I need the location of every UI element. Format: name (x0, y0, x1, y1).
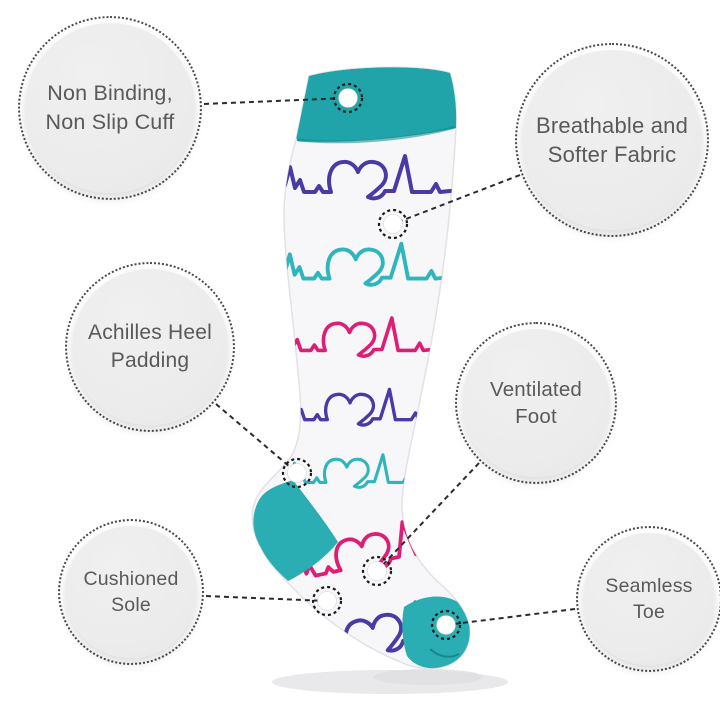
callout-disc: Ventilated Foot (462, 329, 610, 477)
connector-cuff (203, 97, 349, 105)
sock-cuff (295, 67, 457, 142)
callout-seamless-toe: Seamless Toe (576, 526, 720, 672)
callout-achilles-heel-padding: Achilles Heel Padding (65, 262, 235, 432)
callout-label-line: Foot (515, 405, 557, 428)
callout-breathable-fabric: Breathable and Softer Fabric (515, 43, 709, 237)
callout-label-line: Cushioned (83, 567, 179, 590)
callout-label-line: Achilles Heel (88, 320, 212, 344)
connector-ventilated (376, 462, 480, 572)
callout-label-line: Breathable and (535, 112, 689, 138)
callout-label-line: Non Slip Cuff (45, 110, 175, 134)
callout-non-slip-cuff: Non Binding, Non Slip Cuff (18, 16, 202, 200)
marker-fabric (377, 208, 409, 240)
marker-achilles (281, 457, 313, 489)
callout-disc: Breathable and Softer Fabric (522, 50, 702, 230)
cuff-fold-line (297, 125, 456, 144)
connector-fabric (392, 174, 521, 225)
feature-markers (281, 82, 462, 641)
connector-achilles (215, 403, 298, 474)
callout-label-line: Sole (111, 594, 151, 616)
marker-ventilated-foot (361, 555, 393, 587)
callout-label-line: Ventilated (489, 377, 583, 401)
sock-body (251, 66, 471, 670)
callout-label-line: Softer Fabric (547, 142, 677, 167)
floor-shadow (272, 669, 508, 694)
callout-cushioned-sole: Cushioned Sole (58, 519, 204, 665)
callout-label-line: Non Binding, (47, 81, 173, 106)
callout-disc: Achilles Heel Padding (72, 269, 228, 425)
callout-ventilated-foot: Ventilated Foot (455, 322, 617, 484)
callout-disc: Cushioned Sole (65, 526, 197, 658)
callout-disc: Seamless Toe (583, 533, 715, 665)
marker-toe (430, 609, 462, 641)
toe-crease (429, 648, 460, 658)
connector-lines (203, 97, 576, 626)
callout-label-line: Padding (110, 349, 190, 372)
connector-toe (445, 608, 576, 626)
sock-heel (253, 480, 338, 581)
marker-sole (311, 585, 343, 617)
callout-label-line: Toe (632, 601, 666, 623)
marker-cuff (332, 82, 364, 114)
callout-label-line: Seamless (605, 574, 693, 597)
callout-disc: Non Binding, Non Slip Cuff (25, 23, 195, 193)
connector-sole (205, 595, 328, 602)
